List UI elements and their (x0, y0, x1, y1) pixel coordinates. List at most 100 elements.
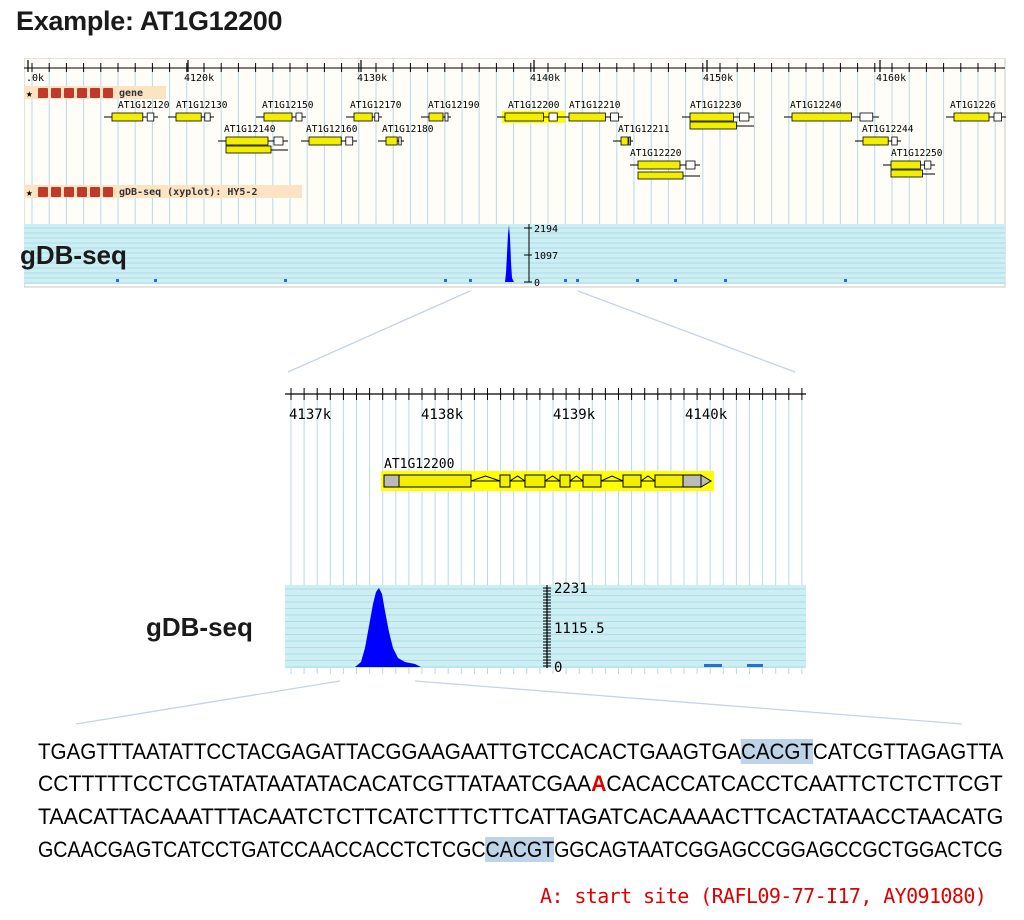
start-site-base: A (591, 771, 607, 796)
zoom-gene-exon (524, 474, 546, 488)
sequence-line: GCAACGAGTCATCCTGATCCAACCACCTCTCGCCACGTGG… (38, 837, 1003, 863)
cacgt-motif: CACGT (741, 739, 813, 764)
zoom-ruler-tick: 4137k (289, 407, 332, 423)
xyplot-track-label: gDB-seq (xyplot): HY5-2 (119, 187, 257, 198)
track-tool-icon (77, 187, 87, 197)
zoom-gene-exon (559, 474, 571, 488)
gene-exon (353, 112, 373, 122)
gene-AT1G12244: AT1G12244 (855, 124, 914, 146)
top-plot-label: gDB-seq (20, 240, 127, 270)
gene-AT1G12140: AT1G12140 (218, 124, 288, 154)
zoom-ruler-tick: 4140k (685, 407, 728, 423)
track-tool-icon (51, 187, 61, 197)
gene-label: AT1G1226 (950, 100, 996, 111)
gene-exon (637, 160, 681, 170)
top-ruler-tick: 4120k (184, 73, 214, 84)
gene-AT1G12210: AT1G12210 (561, 100, 623, 122)
sequence-segment: CCTTTTTCCTCGTATATAATATACACATCGTTATAATCGA… (38, 771, 592, 796)
gene-label: AT1G12211 (618, 124, 670, 135)
zoom-y-tick: 2231 (554, 581, 588, 597)
zoom-ruler-tick: 4138k (421, 407, 464, 423)
gene-label: AT1G12190 (428, 100, 480, 111)
gene-label: AT1G12150 (262, 100, 314, 111)
start-site-caption: A: start site (RAFL09-77-I17, AY091080) (540, 884, 987, 908)
cacgt-motif: CACGT (485, 837, 555, 862)
zoom-gene-intron (640, 475, 656, 482)
xyplot-track-header[interactable]: ★ gDB-seq (xyplot): HY5-2 (24, 185, 302, 199)
gene-AT1G12250: AT1G12250 (883, 148, 943, 178)
sequence-line: TGAGTTTAATATTCCTACGAGATTACGGAAGAATTGTCCA… (38, 739, 1003, 765)
zoom-gene-intron (569, 475, 584, 482)
sequence-segment: TGAGTTTAATATTCCTACGAGATTACGGAAGAATTGTCCA… (38, 739, 742, 764)
gene-exon (385, 136, 398, 146)
gene-exon (428, 112, 444, 122)
gene-label: AT1G12130 (176, 100, 228, 111)
zoom-gene-intron (470, 475, 501, 482)
top-y-tick: 2194 (534, 224, 558, 235)
gene-label: AT1G12160 (306, 124, 358, 135)
zoom-gene-label: AT1G12200 (384, 457, 454, 472)
gene-track-header[interactable]: ★ gene (24, 86, 166, 100)
gene-label: AT1G12230 (690, 100, 742, 111)
track-tool-icon (38, 187, 48, 197)
track-tool-icon (64, 187, 74, 197)
gene-label: AT1G12244 (862, 124, 914, 135)
gene-exon (791, 112, 852, 122)
zoom-gene-exon (499, 474, 511, 488)
sequence-line: CCTTTTTCCTCGTATATAATATACACATCGTTATAATCGA… (38, 771, 1003, 797)
gene-exon (568, 112, 606, 122)
gene-exon (345, 136, 354, 146)
gene-exon (548, 112, 558, 122)
zoom-gene-exon (383, 474, 400, 488)
gene-exon (739, 112, 750, 122)
gene-label: AT1G12220 (630, 148, 682, 159)
gene-label: AT1G12170 (350, 100, 402, 111)
gene-exon (953, 112, 990, 122)
zoom-gene-intron (600, 475, 624, 482)
zoom-gene-intron (509, 475, 526, 482)
sequence-segment: GGCAGTAATCGGAGCCGGAGCCGCTGGACTCG (554, 837, 1003, 862)
gene-label: AT1G12140 (224, 124, 276, 135)
gene-exon (444, 112, 449, 122)
sequence-line: TAACATTACAAATTTACAATCTCTTCATCTTTCTTCATTA… (38, 804, 1003, 830)
gene-exon (374, 112, 380, 122)
gene-AT1G12200: AT1G12200 (497, 100, 565, 123)
zoom-y-tick: 1115.5 (554, 621, 605, 637)
track-tool-icon (103, 187, 113, 197)
gene-exon (620, 136, 629, 146)
top-signal-peak (505, 225, 514, 282)
gene-AT1G1226: AT1G1226 (946, 100, 1006, 122)
track-tool-icon (38, 88, 48, 98)
gene-AT1G12240: AT1G12240 (784, 100, 879, 122)
sequence-segment: CACACCATCACCTCAATTCTCTCTTCGT (606, 771, 1003, 796)
top-ruler-tick: 4150k (703, 73, 733, 84)
zoom-gene-exon (654, 474, 684, 488)
gene-exon (204, 112, 211, 122)
gene-AT1G12230: AT1G12230 (682, 100, 754, 130)
gene-AT1G12220: AT1G12220 (630, 148, 700, 180)
gene-exon (146, 112, 155, 122)
gene-exon (273, 136, 284, 146)
track-tool-icon (90, 187, 100, 197)
track-tool-icon (64, 88, 74, 98)
track-tool-icon (90, 88, 100, 98)
gene-direction-arrow (700, 474, 712, 488)
gene-exon (890, 160, 921, 170)
gene-exon (504, 112, 544, 122)
zoom-gene-model[interactable]: AT1G12200 (381, 457, 714, 491)
gene-AT1G12150: AT1G12150 (256, 100, 314, 122)
gene-exon (689, 112, 734, 122)
gene-exon (111, 112, 144, 122)
gene-exon (859, 112, 874, 122)
zoom-gene-exon (682, 474, 702, 488)
gene-exon (924, 160, 932, 170)
gene-label: AT1G12210 (569, 100, 621, 111)
gene-label: AT1G12180 (382, 124, 434, 135)
gene-exon (890, 169, 923, 178)
zoom-plot-label: gDB-seq (146, 612, 253, 642)
